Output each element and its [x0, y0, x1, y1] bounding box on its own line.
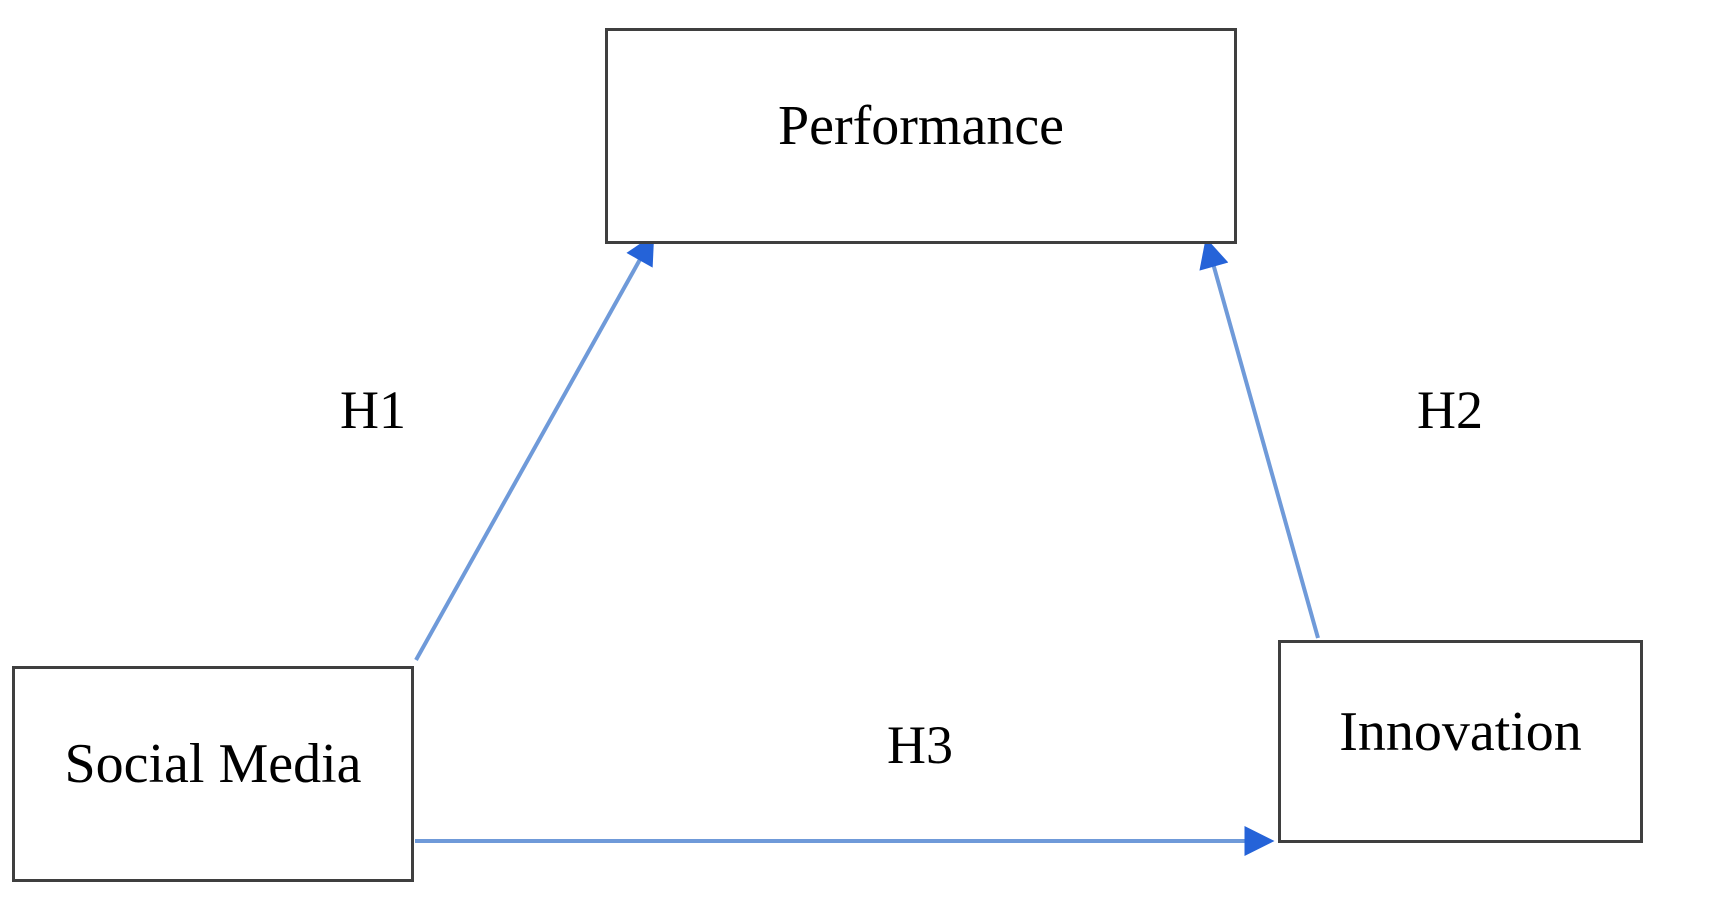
edge-h2-arrow	[1199, 237, 1320, 639]
edge-h1-arrow	[414, 234, 655, 661]
edge-label-h2: H2	[1417, 380, 1483, 440]
edge-label-h1: H1	[340, 380, 406, 440]
node-innovation-label: Innovation	[1339, 700, 1582, 763]
node-social-media-label: Social Media	[64, 733, 362, 795]
node-innovation: Innovation	[1278, 640, 1643, 843]
edge-label-h3: H3	[887, 715, 953, 775]
node-social-media: Social Media	[12, 666, 414, 882]
node-performance: Performance	[605, 28, 1237, 244]
node-performance-label: Performance	[777, 95, 1065, 157]
